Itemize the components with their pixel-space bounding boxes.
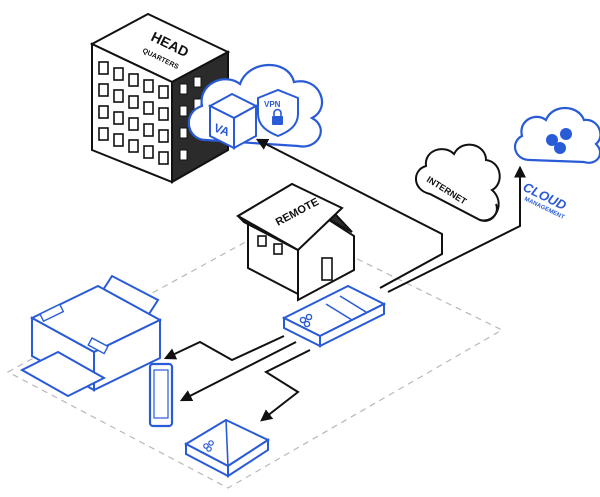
phone-icon	[148, 362, 174, 428]
cloud-management-icon: CLOUD MANAGEMENT	[513, 106, 600, 221]
access-point-icon	[183, 418, 271, 478]
link-router-to-phone	[179, 341, 297, 402]
printer-icon	[19, 274, 163, 398]
vpn-label: VPN	[264, 100, 281, 109]
lock-icon	[272, 108, 283, 125]
cloud-logo-icon	[546, 128, 572, 154]
vpn-shield-icon: VPN	[257, 88, 299, 138]
va-label: VA	[212, 121, 232, 140]
router-icon	[281, 284, 387, 348]
link-router-to-access-point	[260, 349, 311, 422]
internet-cloud-icon: INTERNET	[415, 143, 501, 222]
link-router-to-cloud	[387, 165, 526, 293]
link-router-to-hq	[255, 138, 443, 289]
link-router-to-printer	[163, 335, 285, 362]
va-cube-icon: VA	[207, 92, 259, 150]
remote-house-icon: REMOTE	[236, 182, 355, 302]
